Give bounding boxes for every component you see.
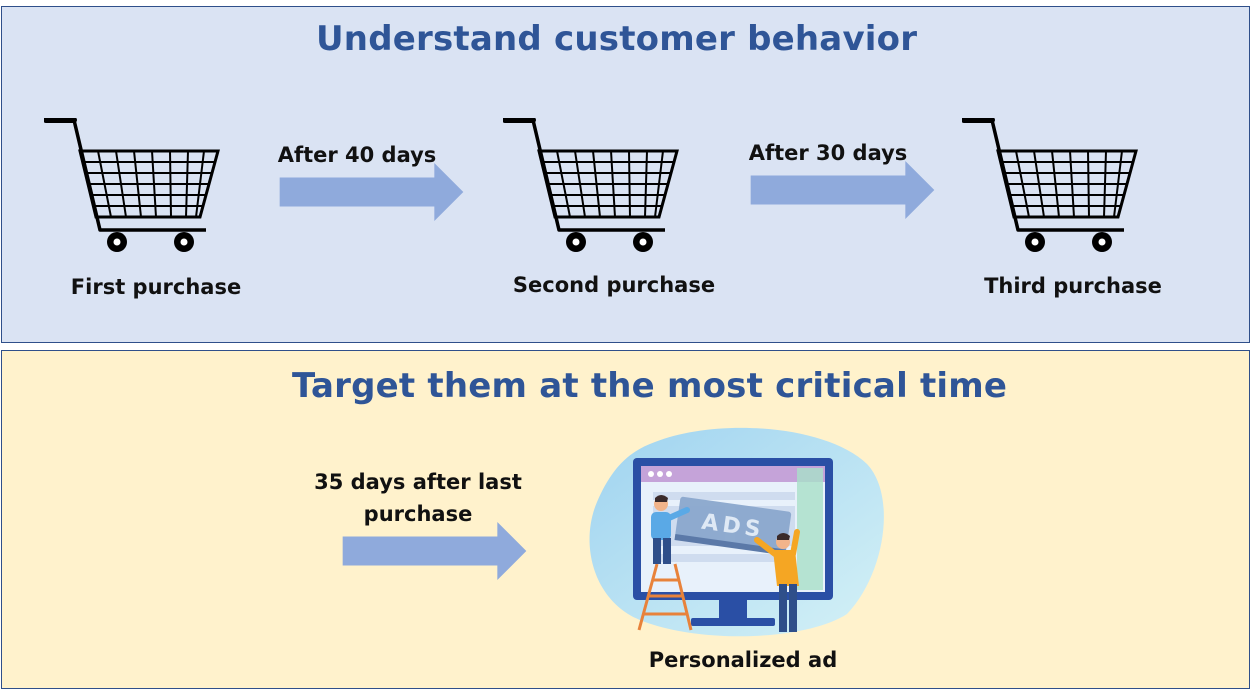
personalized-ad-label: Personalized ad [648, 648, 838, 672]
shopping-cart-icon [44, 118, 224, 258]
interval-label-2: After 30 days [748, 141, 908, 165]
right-arrow-icon [276, 163, 467, 221]
second-purchase-label: Second purchase [512, 273, 716, 297]
shopping-cart-icon [503, 118, 683, 258]
timing-label-line2: purchase [363, 502, 473, 526]
right-arrow-icon [339, 522, 530, 580]
first-purchase-label: First purchase [70, 275, 242, 299]
personalized-ad-illustration: ADS [589, 427, 884, 637]
timing-label-line1: 35 days after last [314, 470, 522, 494]
interval-label-1: After 40 days [277, 143, 437, 167]
shopping-cart-icon [962, 118, 1142, 258]
customer-behavior-panel [1, 6, 1250, 343]
right-arrow-icon [747, 161, 938, 219]
third-purchase-label: Third purchase [984, 274, 1162, 298]
targeting-title: Target them at the most critical time [292, 366, 1008, 406]
customer-behavior-title: Understand customer behavior [316, 19, 918, 59]
